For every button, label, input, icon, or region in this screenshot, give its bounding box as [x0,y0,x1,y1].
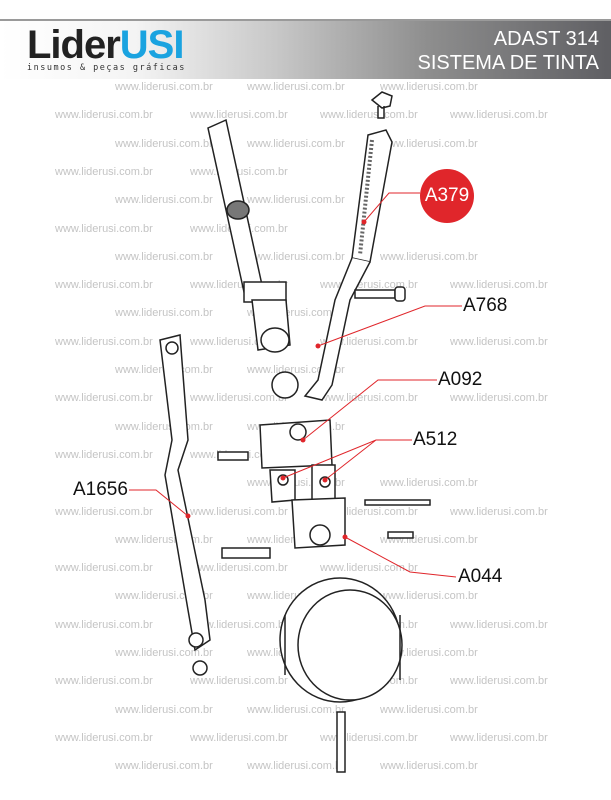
bolt-part [354,286,406,302]
part-label-A092[interactable]: A092 [438,369,483,391]
part-label-A044[interactable]: A044 [458,566,503,588]
header-banner: LiderUSI insumos & peças gráficas ADAST … [0,19,611,79]
logo-accent: USI [119,23,185,67]
logo-tagline: insumos & peças gráficas [27,63,186,73]
ink-lever-part [303,91,393,401]
part-label-A379[interactable]: A379 [420,169,474,223]
roller-part [279,577,403,773]
machine-model: ADAST 314 [493,28,599,50]
liderusi-logo: LiderUSI insumos & peças gráficas [27,23,186,73]
system-name: SISTEMA DE TINTA [417,52,599,74]
part-label-A1656[interactable]: A1656 [73,479,128,501]
side-arm-part [159,334,211,676]
part-label-A768[interactable]: A768 [463,295,508,317]
logo-text: Lider [27,23,121,67]
page-title: ADAST 314 SISTEMA DE TINTA [417,27,599,75]
center-bracket-part [217,371,431,559]
leader-lines [129,192,462,578]
left-lever-part [207,118,291,353]
part-label-A512[interactable]: A512 [413,429,458,451]
